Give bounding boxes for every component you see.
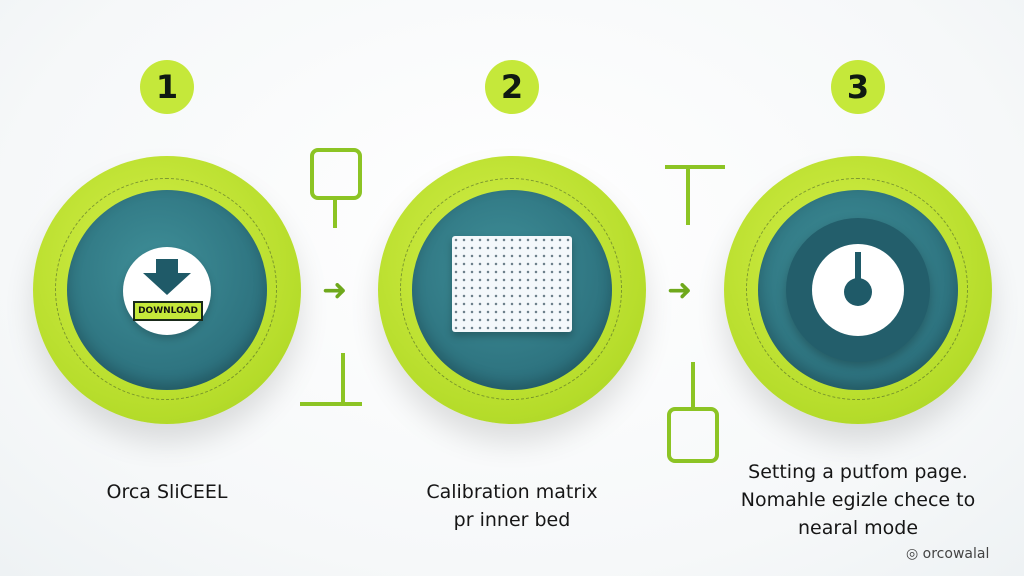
connector-line <box>686 167 690 225</box>
step-2-caption: Calibration matrix pr inner bed <box>385 478 639 534</box>
dial-icon <box>786 218 930 362</box>
step-number: 1 <box>155 68 179 106</box>
caption-line: Setting a putfom page. <box>748 461 968 483</box>
step-2-badge: 2 <box>485 60 539 114</box>
step-3-caption: Setting a putfom page. Nomahle egizle ch… <box>700 458 1016 542</box>
step-3-circle <box>724 156 992 424</box>
caption-line: Nomahle egizle chece to <box>740 489 976 511</box>
calibration-matrix-icon <box>452 236 572 332</box>
watermark: ◎ orcowalal <box>906 546 989 562</box>
connector-line <box>691 362 695 408</box>
connector-line <box>665 165 725 169</box>
arrow-right-icon: ➜ <box>667 273 693 308</box>
step-3-inner <box>758 190 958 390</box>
connector-line <box>341 353 345 405</box>
dashed-ring <box>400 178 622 400</box>
dashed-ring <box>746 178 968 400</box>
caption-line: pr inner bed <box>453 509 571 531</box>
arrow-right-icon: ➜ <box>322 273 348 308</box>
step-1-inner: DOWNLOAD <box>67 190 267 390</box>
watermark-text: orcowalal <box>922 546 990 562</box>
step-number: 2 <box>500 68 524 106</box>
step-2-circle <box>378 156 646 424</box>
dashed-ring <box>55 178 277 400</box>
step-number: 3 <box>846 68 870 106</box>
download-icon: DOWNLOAD <box>123 247 211 335</box>
step-2-inner <box>412 190 612 390</box>
connector-line <box>333 200 337 228</box>
step-3-badge: 3 <box>831 60 885 114</box>
caption-line: nearal mode <box>797 517 919 539</box>
connector-line <box>300 402 362 406</box>
copyright-icon: ◎ <box>906 546 919 562</box>
download-label: DOWNLOAD <box>133 301 203 321</box>
step-1-badge: 1 <box>140 60 194 114</box>
step-1-circle: DOWNLOAD <box>33 156 301 424</box>
connector-box-top <box>310 148 362 200</box>
step-1-caption: Orca SliCEEL <box>40 478 294 506</box>
caption-line: Orca SliCEEL <box>106 481 228 503</box>
caption-line: Calibration matrix <box>426 481 598 503</box>
connector-box-bottom <box>667 407 719 463</box>
